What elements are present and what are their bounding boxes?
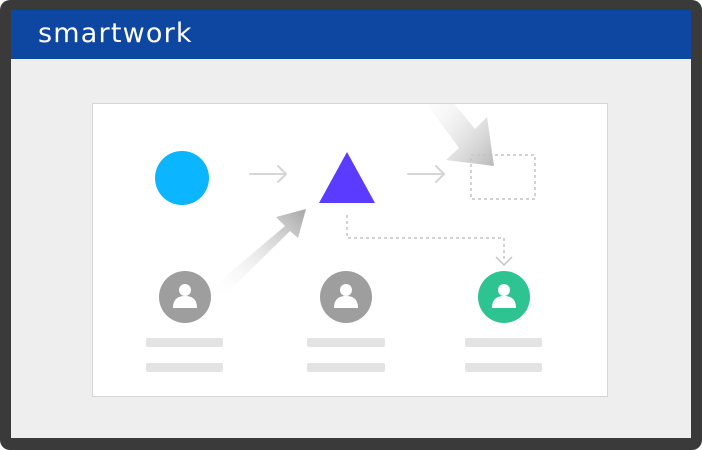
app-window: smartwork — [11, 10, 691, 438]
start-node-circle[interactable] — [155, 151, 209, 205]
drag-hint-arrow-icon — [426, 104, 494, 166]
pending-node-placeholder[interactable] — [470, 154, 536, 200]
brand-logo: smartwork — [38, 18, 193, 49]
title-bar: smartwork — [11, 10, 691, 59]
arrow-right-icon — [407, 165, 445, 183]
assign-arrow-icon — [213, 209, 306, 299]
dotted-connector — [346, 215, 505, 262]
user-avatar-1[interactable] — [159, 271, 211, 323]
user-2-placeholder-lines — [307, 338, 385, 372]
process-node-triangle[interactable] — [319, 152, 375, 203]
user-avatar-3-active[interactable] — [478, 271, 530, 323]
user-avatar-2[interactable] — [320, 271, 372, 323]
workflow-canvas — [92, 103, 608, 397]
chevron-down-icon — [495, 256, 513, 267]
workflow-diagram — [146, 104, 542, 372]
user-icon — [334, 284, 358, 308]
user-icon — [492, 284, 516, 308]
user-3-placeholder-lines — [465, 338, 542, 372]
user-1-placeholder-lines — [146, 338, 223, 372]
user-icon — [173, 284, 197, 308]
arrow-right-icon — [249, 165, 287, 183]
